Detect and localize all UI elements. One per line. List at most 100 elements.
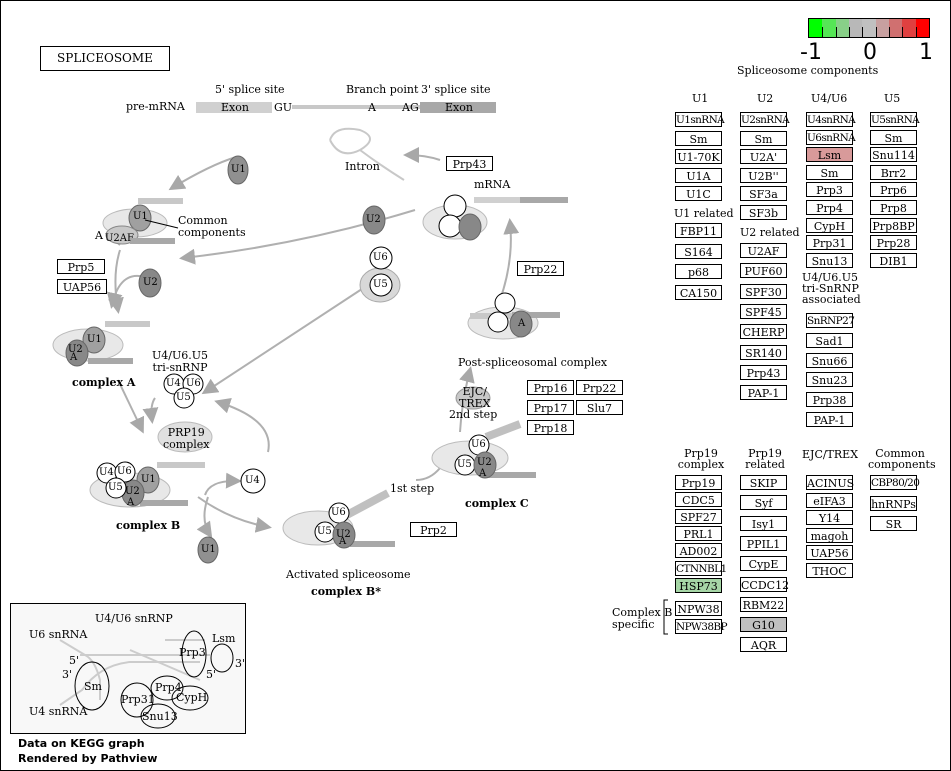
gene-box-prl1[interactable]: PRL1 xyxy=(675,526,722,542)
gene-box-cyph[interactable]: CypH xyxy=(806,217,853,233)
gene-box-uap56[interactable]: UAP56 xyxy=(806,545,853,561)
gene-box-u2a[interactable]: U2A' xyxy=(740,149,787,165)
gene-box-u5snrna[interactable]: U5snRNA xyxy=(870,112,920,127)
gene-box-sad1[interactable]: Sad1 xyxy=(806,333,853,348)
gene-box-u6snrna[interactable]: U6snRNA xyxy=(806,129,856,145)
gene-box-sr[interactable]: SR xyxy=(870,516,917,531)
gene-box-snrnp27[interactable]: SnRNP27 xyxy=(806,313,855,328)
gene-box-sm[interactable]: Sm xyxy=(870,129,917,145)
gene-box-dib1[interactable]: DIB1 xyxy=(870,252,917,268)
gene-box-magoh[interactable]: magoh xyxy=(806,527,853,543)
complex-c-label: complex C xyxy=(465,497,529,510)
gene-box-prp8[interactable]: Prp8 xyxy=(870,200,917,215)
gene-box-syf[interactable]: Syf xyxy=(740,495,787,511)
gene-box-aqr[interactable]: AQR xyxy=(740,637,787,653)
gene-box-lsm[interactable]: Lsm xyxy=(806,147,853,163)
gene-box-s164[interactable]: S164 xyxy=(675,243,722,259)
gene-box-u1-70k[interactable]: U1-70K xyxy=(675,149,722,165)
ejc-trex-shape xyxy=(455,386,491,410)
gene-box-npw38bp[interactable]: NPW38BP xyxy=(675,619,728,634)
gene-box-prp4[interactable]: Prp4 xyxy=(806,200,853,215)
gene-box-u1a[interactable]: U1A xyxy=(675,167,722,183)
gene-box-ctnnbl1[interactable]: CTNNBL1 xyxy=(675,560,727,576)
prp43-box[interactable]: Prp43 xyxy=(446,156,493,171)
gene-box-prp6[interactable]: Prp6 xyxy=(870,182,917,198)
gene-box-spf27[interactable]: SPF27 xyxy=(675,509,722,525)
inset-five-prime-b: 5' xyxy=(206,668,217,681)
gene-box-u1snrna[interactable]: U1snRNA xyxy=(675,112,725,127)
complex-c-shape xyxy=(431,420,536,479)
gene-box-u1c[interactable]: U1C xyxy=(675,186,722,202)
complex-c-u5-label: U5 xyxy=(457,459,472,470)
gene-box-u2af[interactable]: U2AF xyxy=(740,243,787,258)
gene-box-rbm22[interactable]: RBM22 xyxy=(740,596,787,612)
prp5-box[interactable]: Prp5 xyxy=(57,259,105,274)
gene-box-hsp73[interactable]: HSP73 xyxy=(675,577,722,593)
complex-b-u1-label: U1 xyxy=(141,474,156,485)
gene-box-u2snrna[interactable]: U2snRNA xyxy=(740,112,790,127)
gene-box-snu23[interactable]: Snu23 xyxy=(806,372,853,387)
gene-box-sm[interactable]: Sm xyxy=(806,164,853,180)
gene-box-cype[interactable]: CypE xyxy=(740,556,787,572)
gene-box-puf60[interactable]: PUF60 xyxy=(740,263,787,279)
gene-box-g10[interactable]: G10 xyxy=(740,617,787,633)
gene-box-cdc5[interactable]: CDC5 xyxy=(675,492,722,508)
gene-box-sr140[interactable]: SR140 xyxy=(740,344,787,360)
gene-box-prp31[interactable]: Prp31 xyxy=(806,235,853,251)
gene-box-acinus[interactable]: ACINUS xyxy=(806,475,855,490)
inset-u6-snrna: U6 snRNA xyxy=(29,628,88,641)
legend-tick xyxy=(902,27,904,37)
gene-box-spf30[interactable]: SPF30 xyxy=(740,283,787,299)
gene-box-isy1[interactable]: Isy1 xyxy=(740,515,787,531)
gene-box-npw38[interactable]: NPW38 xyxy=(675,601,722,616)
gene-box-p68[interactable]: p68 xyxy=(675,264,722,279)
gene-box-cbp80-20[interactable]: CBP80/20 xyxy=(870,475,920,490)
tri-snrnp-label: U4/U6.U5 tri-snRNP xyxy=(152,349,209,374)
gene-box-prp43[interactable]: Prp43 xyxy=(740,364,787,380)
gene-box-sm[interactable]: Sm xyxy=(740,130,787,146)
gene-box-prp8bp[interactable]: Prp8BP xyxy=(870,217,917,233)
activated-spliceosome-label: Activated spliceosome xyxy=(286,568,411,581)
gene-box-prp28[interactable]: Prp28 xyxy=(870,235,917,251)
legend-tick xyxy=(889,27,890,37)
gene-box-snu13[interactable]: Snu13 xyxy=(806,252,853,268)
gene-box-skip[interactable]: SKIP xyxy=(740,475,787,490)
gene-box-hnrnps[interactable]: hnRNPs xyxy=(870,495,917,511)
prp22-top-box[interactable]: Prp22 xyxy=(517,261,564,276)
prp22-box[interactable]: Prp22 xyxy=(576,380,623,395)
branch-a-label: A xyxy=(368,101,376,114)
gene-box-brr2[interactable]: Brr2 xyxy=(870,164,917,180)
gene-box-ppil1[interactable]: PPIL1 xyxy=(740,535,787,551)
gene-box-prp3[interactable]: Prp3 xyxy=(806,182,853,198)
prp18-box[interactable]: Prp18 xyxy=(527,420,574,435)
gene-box-pap-1[interactable]: PAP-1 xyxy=(806,412,853,427)
gene-box-pap-1[interactable]: PAP-1 xyxy=(740,385,787,401)
gene-box-prp38[interactable]: Prp38 xyxy=(806,392,853,407)
gene-box-sf3a[interactable]: SF3a xyxy=(740,186,787,202)
prp16-box[interactable]: Prp16 xyxy=(527,380,574,395)
prp17-box[interactable]: Prp17 xyxy=(527,400,574,415)
gene-box-sm[interactable]: Sm xyxy=(675,130,722,146)
post-spliceosomal-a-label: A xyxy=(518,318,526,329)
gene-box-ccdc12[interactable]: CCDC12 xyxy=(740,576,790,592)
gene-box-y14[interactable]: Y14 xyxy=(806,510,853,526)
common-components-complex xyxy=(102,198,183,245)
exon-1-label: Exon xyxy=(221,101,249,114)
gene-box-ad002[interactable]: AD002 xyxy=(675,543,722,559)
gene-box-eifa3[interactable]: eIFA3 xyxy=(806,492,853,508)
gene-box-prp19[interactable]: Prp19 xyxy=(675,475,722,490)
gene-box-snu66[interactable]: Snu66 xyxy=(806,353,853,368)
gene-box-spf45[interactable]: SPF45 xyxy=(740,303,787,319)
gene-box-u4snrna[interactable]: U4snRNA xyxy=(806,112,856,127)
gene-box-snu114[interactable]: Snu114 xyxy=(870,147,917,163)
activated-u5-label: U5 xyxy=(317,526,332,537)
gene-box-fbp11[interactable]: FBP11 xyxy=(675,223,722,238)
gene-box-ca150[interactable]: CA150 xyxy=(675,284,722,300)
gene-box-cherp[interactable]: CHERP xyxy=(740,324,787,340)
uap56-box[interactable]: UAP56 xyxy=(57,279,107,294)
gene-box-u2b[interactable]: U2B'' xyxy=(740,167,787,183)
gene-box-thoc[interactable]: THOC xyxy=(806,563,853,578)
gene-box-sf3b[interactable]: SF3b xyxy=(740,205,787,220)
slu7-box[interactable]: Slu7 xyxy=(576,400,623,415)
prp2-box[interactable]: Prp2 xyxy=(410,522,457,537)
